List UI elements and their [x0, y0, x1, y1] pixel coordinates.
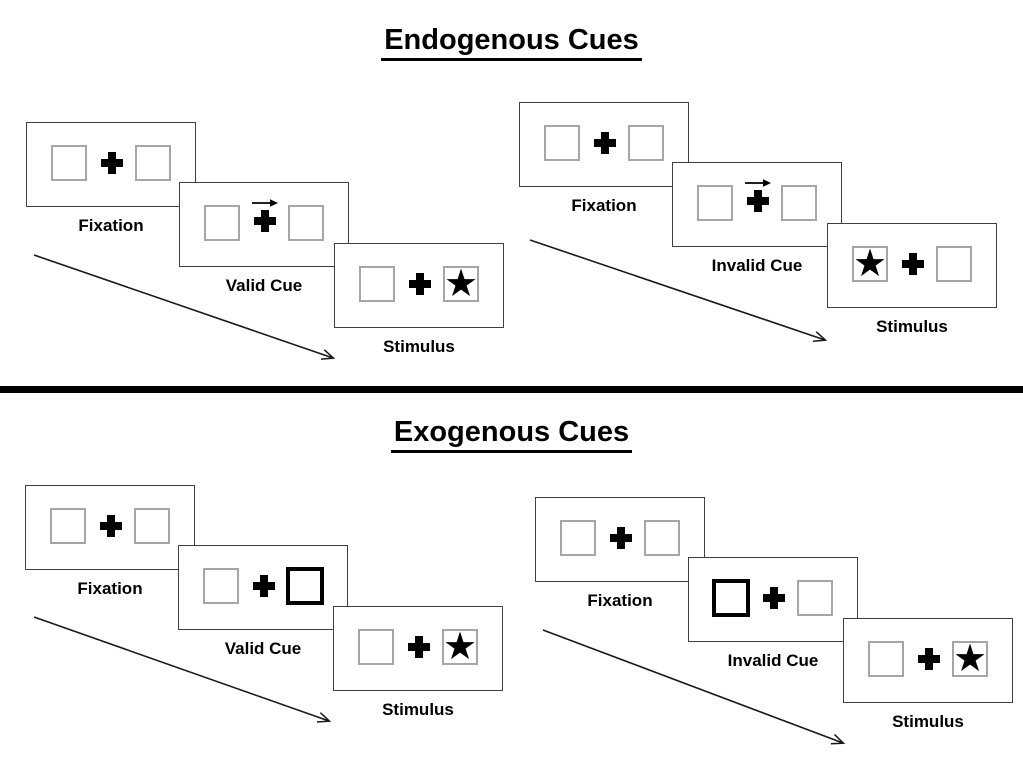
cross-bar: [909, 253, 917, 275]
right-box: ★: [443, 261, 479, 305]
right-box: [797, 580, 833, 616]
sequence-exogenous-invalid: Fixation Invalid Cue ★ Stimulus: [535, 497, 1023, 747]
right-box: [134, 508, 170, 544]
step-label-cue: Valid Cue: [224, 639, 302, 658]
left-box: [544, 125, 580, 161]
fixation-cross-icon: [763, 587, 785, 609]
fixation-panel: [519, 102, 689, 187]
cross-bar: [261, 210, 269, 232]
cued-right-box: [286, 567, 324, 605]
cross-bar: [770, 587, 778, 609]
fixation-panel: [25, 485, 195, 570]
fixation-cross-icon: [902, 253, 924, 275]
right-box: ★: [442, 624, 478, 668]
fixation-cross-icon: [100, 515, 122, 537]
sequence-exogenous-valid: Fixation Valid Cue ★ Stimulus: [25, 485, 515, 735]
left-box: [51, 145, 87, 181]
fixation-cross-icon: [594, 132, 616, 154]
star-stimulus-icon: ★: [952, 636, 988, 680]
cue-arrow-right-icon: [252, 199, 278, 207]
fixation-panel: [26, 122, 196, 207]
left-box: [50, 508, 86, 544]
section-title-text: Exogenous Cues: [390, 416, 633, 453]
step-label-stimulus: Stimulus: [892, 712, 964, 731]
right-box: ★: [952, 636, 988, 680]
star-stimulus-icon: ★: [442, 624, 478, 668]
cross-bar: [415, 636, 423, 658]
right-box: [135, 145, 171, 181]
right-box: [628, 125, 664, 161]
stimulus-panel: ★: [333, 606, 503, 691]
fixation-panel: [535, 497, 705, 582]
cross-bar: [108, 152, 116, 174]
sequence-endogenous-invalid: Fixation Invalid Cue ★ Stimulus: [519, 102, 1009, 352]
cross-bar: [416, 273, 424, 295]
step-label-cue: Invalid Cue: [711, 256, 803, 275]
left-box: [204, 205, 240, 241]
step-label-fixation: Fixation: [77, 579, 143, 598]
cross-bar: [925, 648, 933, 670]
star-stimulus-icon: ★: [852, 241, 888, 285]
valid-cue-panel: [179, 182, 349, 267]
right-box: [288, 205, 324, 241]
left-box: [358, 629, 394, 665]
cross-bar: [754, 190, 762, 212]
fixation-cross-icon: [408, 636, 430, 658]
left-box: [560, 520, 596, 556]
invalid-cue-panel: [672, 162, 842, 247]
fixation-cross-icon: [254, 210, 276, 232]
fixation-cross-icon: [918, 648, 940, 670]
step-label-stimulus: Stimulus: [383, 337, 455, 356]
valid-cue-panel: [178, 545, 348, 630]
star-stimulus-icon: ★: [443, 261, 479, 305]
right-box: [936, 246, 972, 282]
fixation-cross-icon: [409, 273, 431, 295]
section-divider: [0, 386, 1023, 393]
step-label-fixation: Fixation: [587, 591, 653, 610]
step-label-fixation: Fixation: [78, 216, 144, 235]
left-box: [697, 185, 733, 221]
fixation-cross-icon: [747, 190, 769, 212]
left-box: [868, 641, 904, 677]
cross-bar: [617, 527, 625, 549]
section-title-text: Endogenous Cues: [381, 24, 642, 61]
cross-bar: [601, 132, 609, 154]
step-label-cue: Valid Cue: [225, 276, 303, 295]
step-label-cue: Invalid Cue: [727, 651, 819, 670]
cue-arrow-right-icon: [745, 179, 771, 187]
left-box: ★: [852, 241, 888, 285]
cued-left-box: [712, 579, 750, 617]
stimulus-panel: ★: [843, 618, 1013, 703]
invalid-cue-panel: [688, 557, 858, 642]
cross-bar: [260, 575, 268, 597]
right-box: [781, 185, 817, 221]
section-title-endogenous: Endogenous Cues: [0, 24, 1023, 61]
left-box: [203, 568, 239, 604]
left-box: [359, 266, 395, 302]
fixation-cross-icon: [101, 152, 123, 174]
fixation-cross-icon: [253, 575, 275, 597]
step-label-stimulus: Stimulus: [876, 317, 948, 336]
step-label-fixation: Fixation: [571, 196, 637, 215]
right-box: [644, 520, 680, 556]
sequence-endogenous-valid: Fixation Valid Cue ★ Stimulus: [26, 122, 516, 372]
step-label-stimulus: Stimulus: [382, 700, 454, 719]
stimulus-panel: ★: [827, 223, 997, 308]
cross-bar: [107, 515, 115, 537]
fixation-cross-icon: [610, 527, 632, 549]
stimulus-panel: ★: [334, 243, 504, 328]
section-title-exogenous: Exogenous Cues: [0, 416, 1023, 453]
